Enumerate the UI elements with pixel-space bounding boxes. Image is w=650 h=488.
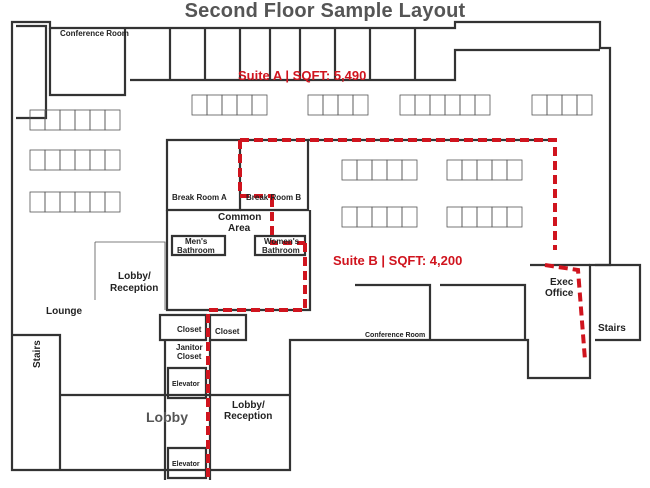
desk	[356, 159, 373, 181]
suite-b-outline-lower	[270, 198, 305, 245]
desk	[561, 94, 578, 116]
desk	[491, 159, 508, 181]
conference-room-top-label: Conference Room	[60, 29, 129, 38]
desk	[104, 109, 121, 131]
conference-room-bottom-label: Conference Room	[365, 332, 425, 339]
desk	[461, 159, 478, 181]
desk	[236, 94, 253, 116]
desk	[29, 149, 46, 171]
desk	[29, 109, 46, 131]
lounge-label: Lounge	[46, 306, 83, 317]
exec-office-label-2: Office	[545, 288, 574, 299]
walls	[10, 20, 642, 480]
workstations	[29, 94, 593, 228]
exec-office-label-1: Exec	[550, 277, 574, 288]
desk	[401, 206, 418, 228]
lobby-reception-right-label-2: Reception	[224, 411, 272, 422]
mens-bathroom-label-2: Bathroom	[177, 246, 215, 255]
desk	[104, 149, 121, 171]
desk	[89, 149, 106, 171]
desk	[104, 191, 121, 213]
desk	[546, 94, 563, 116]
desk	[74, 149, 91, 171]
desk	[371, 159, 388, 181]
desk	[414, 94, 431, 116]
desk	[206, 94, 223, 116]
desk	[29, 191, 46, 213]
page-title: Second Floor Sample Layout	[184, 0, 466, 22]
common-area-label-2: Area	[228, 223, 251, 234]
desk	[337, 94, 354, 116]
desk	[307, 94, 324, 116]
desk	[461, 206, 478, 228]
desk	[74, 109, 91, 131]
break-room-b-label: Break Room B	[246, 193, 301, 202]
desk	[191, 94, 208, 116]
lobby-reception-right-label-1: Lobby/	[232, 400, 265, 411]
desk	[74, 191, 91, 213]
desk	[446, 159, 463, 181]
desk	[446, 206, 463, 228]
desk	[444, 94, 461, 116]
desk	[386, 206, 403, 228]
janitor-closet-label-1: Janitor	[176, 343, 203, 352]
desk	[59, 191, 76, 213]
desk	[371, 206, 388, 228]
elevator-top-label: Elevator	[172, 381, 200, 388]
desk	[491, 206, 508, 228]
closet-right-label: Closet	[215, 327, 240, 336]
lobby-reception-left-label-2: Reception	[110, 283, 158, 294]
desk	[506, 206, 523, 228]
desk	[476, 206, 493, 228]
womens-bathroom-label-2: Bathroom	[262, 246, 300, 255]
desk	[474, 94, 491, 116]
suite-b-label: Suite B | SQFT: 4,200	[333, 253, 462, 268]
elevator-bottom-label: Elevator	[172, 461, 200, 468]
desk	[386, 159, 403, 181]
desk	[476, 159, 493, 181]
lobby-label: Lobby	[146, 409, 188, 425]
womens-bathroom-label-1: Women's	[264, 237, 300, 246]
mens-bathroom-label-1: Men's	[185, 237, 208, 246]
desk	[506, 159, 523, 181]
desk	[322, 94, 339, 116]
desk	[459, 94, 476, 116]
lobby-reception-left-label-1: Lobby/	[118, 271, 151, 282]
desk	[44, 109, 61, 131]
desk	[44, 149, 61, 171]
desk	[356, 206, 373, 228]
closet-left-label: Closet	[177, 325, 202, 334]
suite-b-outline	[206, 138, 587, 480]
desk	[341, 206, 358, 228]
stairs-right-label: Stairs	[598, 323, 626, 334]
desk	[89, 191, 106, 213]
common-area-label-1: Common	[218, 212, 261, 223]
desk	[341, 159, 358, 181]
desk	[44, 191, 61, 213]
desk	[531, 94, 548, 116]
stairs-left-label: Stairs	[32, 340, 43, 368]
desk	[59, 109, 76, 131]
janitor-closet-label-2: Closet	[177, 352, 202, 361]
suite-a-label: Suite A | SQFT: 5,490	[238, 68, 366, 83]
break-room-a-label: Break Room A	[172, 193, 227, 202]
desk	[576, 94, 593, 116]
desk	[429, 94, 446, 116]
desk	[401, 159, 418, 181]
desk	[59, 149, 76, 171]
desk	[221, 94, 238, 116]
desk	[251, 94, 268, 116]
desk	[399, 94, 416, 116]
desk	[352, 94, 369, 116]
desk	[89, 109, 106, 131]
